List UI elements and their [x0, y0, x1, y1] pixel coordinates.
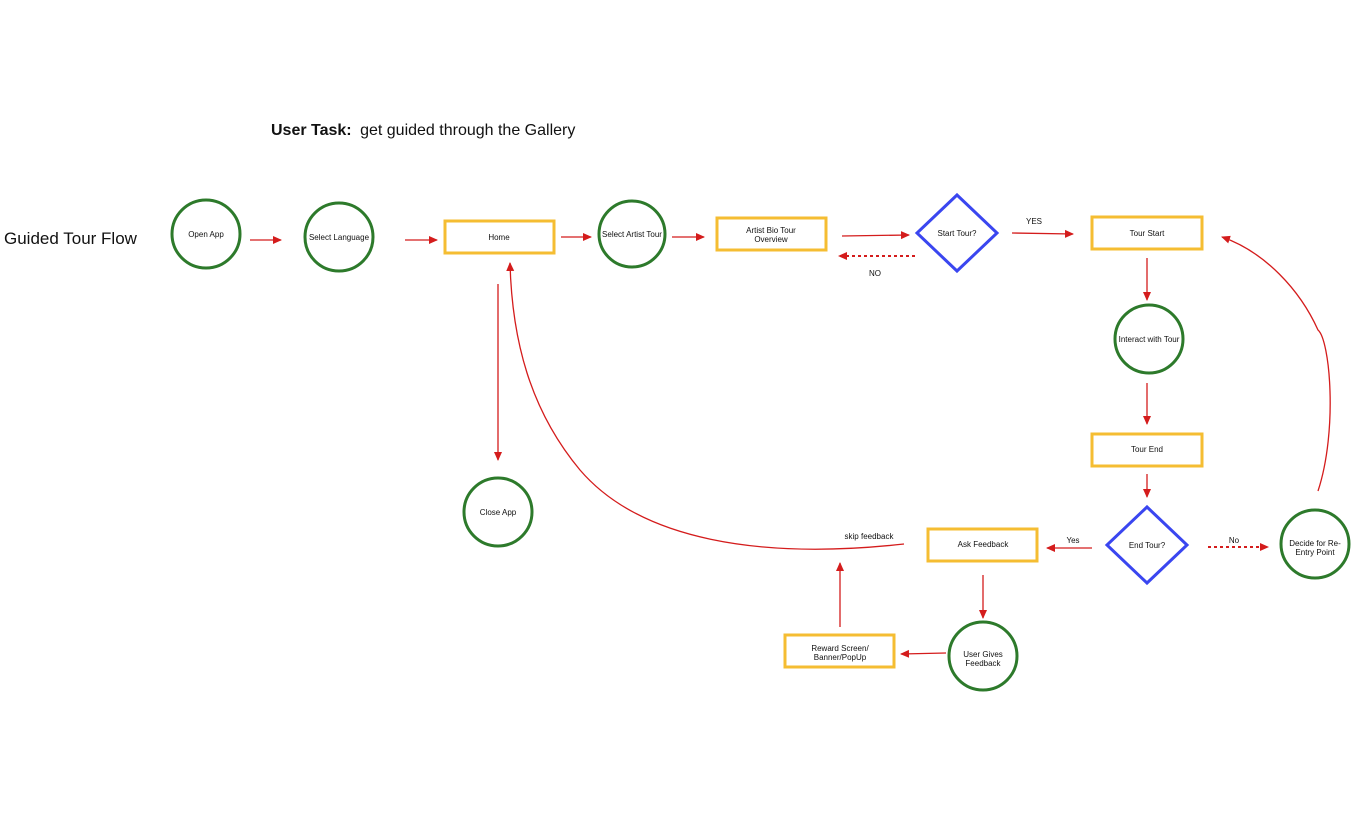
label-interact-with-tour: Interact with Tour [1119, 335, 1180, 344]
label-artist-bio-line1: Artist Bio Tour [746, 226, 796, 235]
label-open-app: Open App [188, 230, 224, 239]
label-artist-bio-line2: Overview [754, 235, 788, 244]
node-select-language [303, 201, 375, 273]
node-start-tour-decision [914, 192, 1000, 274]
node-reward-screen [783, 633, 896, 669]
label-no: No [1229, 536, 1240, 545]
edge-user-gives-to-reward [900, 649, 947, 658]
node-end-tour-decision [1104, 504, 1190, 586]
edge-decide-to-tour-start [1221, 235, 1331, 492]
label-select-artist-tour: Select Artist Tour [602, 230, 662, 239]
label-skip-feedback: skip feedback [845, 532, 895, 541]
node-close-app [462, 476, 534, 548]
label-user-gives-line1: User Gives [963, 650, 1003, 659]
node-user-gives-feedback [947, 620, 1019, 692]
label-reward-line2: Banner/PopUp [814, 653, 867, 662]
edge-bio-to-start-tour [841, 231, 910, 240]
label-end-tour: End Tour? [1129, 541, 1166, 550]
edge-skip-feedback-to-home [506, 262, 905, 550]
label-yes: Yes [1066, 536, 1079, 545]
label-ask-feedback: Ask Feedback [958, 540, 1010, 549]
label-select-language: Select Language [309, 233, 370, 242]
node-home [443, 219, 556, 255]
node-select-artist-tour [597, 199, 667, 269]
node-open-app [170, 198, 242, 270]
label-user-gives-line2: Feedback [965, 659, 1001, 668]
node-ask-feedback [926, 527, 1039, 563]
label-tour-end: Tour End [1131, 445, 1163, 454]
label-decide-line2: Entry Point [1295, 548, 1335, 557]
label-reward-line1: Reward Screen/ [811, 644, 869, 653]
node-artist-bio-overview [715, 216, 828, 252]
node-interact-with-tour [1113, 303, 1185, 375]
label-no-upper: NO [869, 269, 881, 278]
edges [250, 229, 1331, 658]
label-yes-upper: YES [1026, 217, 1042, 226]
label-home: Home [488, 233, 510, 242]
label-close-app: Close App [480, 508, 517, 517]
edge-start-tour-yes [1011, 229, 1074, 238]
node-decide-reentry [1279, 508, 1351, 580]
user-task-heading: User Task: get guided through the Galler… [271, 122, 575, 139]
label-decide-line1: Decide for Re- [1289, 539, 1341, 548]
node-tour-end [1090, 432, 1204, 468]
label-tour-start: Tour Start [1130, 229, 1165, 238]
user-task-text: get guided through the Gallery [360, 122, 575, 139]
flow-title: Guided Tour Flow [4, 229, 138, 248]
label-start-tour: Start Tour? [938, 229, 978, 238]
user-task-label: User Task: [271, 122, 352, 139]
node-tour-start [1090, 215, 1204, 251]
